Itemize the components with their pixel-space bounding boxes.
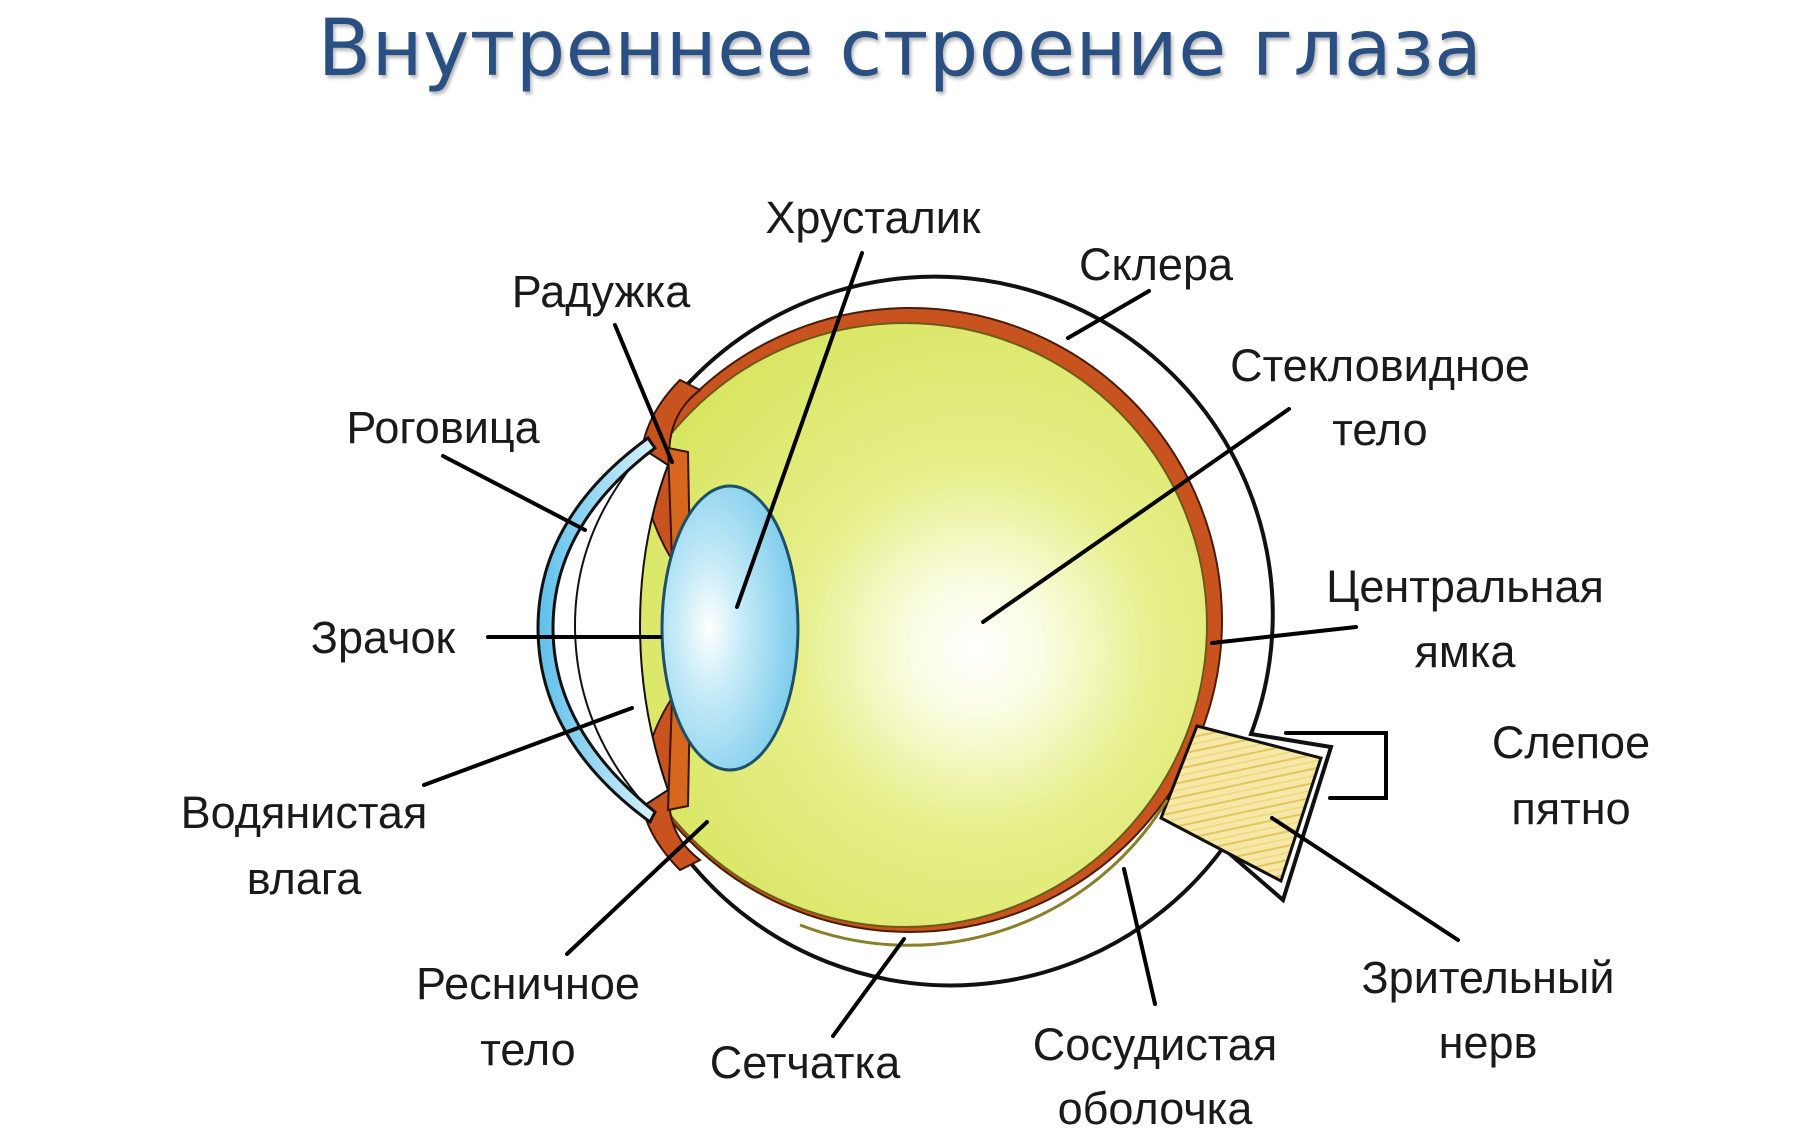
- label-optic-nerve-line1: Зрительный: [1361, 952, 1614, 1003]
- lens-leader: [735, 251, 864, 609]
- retina-leader: [831, 937, 906, 1038]
- label-choroid-line2: оболочка: [1058, 1083, 1254, 1134]
- label-choroid-line1: Сосудистая: [1033, 1019, 1277, 1070]
- choroid-leader: [1122, 867, 1157, 1006]
- label-lens: Хрусталик: [765, 192, 981, 243]
- label-blind-spot-line1: Слепое: [1492, 717, 1650, 768]
- label-ciliary-line1: Ресничное: [416, 958, 640, 1009]
- label-vitreous-line2: тело: [1332, 404, 1427, 455]
- label-cornea: Роговица: [346, 402, 540, 453]
- label-vitreous-line1: Стекловидное: [1230, 340, 1530, 391]
- label-retina: Сетчатка: [710, 1037, 901, 1088]
- label-fovea-line1: Центральная: [1326, 561, 1604, 612]
- cornea-leader: [441, 454, 587, 532]
- label-optic-nerve-line2: нерв: [1439, 1017, 1538, 1068]
- cornea-shape: [536, 435, 658, 825]
- optic-nerve-shape: [1159, 724, 1323, 884]
- sclera-leader: [1066, 289, 1151, 340]
- label-sclera: Склера: [1079, 239, 1234, 290]
- page-title: Внутреннее строение глаза: [317, 4, 1483, 94]
- aqueous-leader: [422, 706, 634, 787]
- label-aqueous-line1: Водянистая: [181, 787, 428, 838]
- label-blind-spot-line2: пятно: [1511, 783, 1630, 834]
- label-pupil: Зрачок: [311, 612, 456, 663]
- fovea-leader: [1210, 625, 1358, 645]
- label-fovea-line2: ямка: [1414, 626, 1516, 677]
- retina-line: [799, 799, 1169, 947]
- label-ciliary-line2: тело: [480, 1024, 575, 1075]
- lens-shape: [660, 484, 800, 772]
- vitreous-leader: [981, 407, 1291, 624]
- label-aqueous-line2: влага: [247, 853, 363, 904]
- optic-nerve-leader: [1270, 816, 1460, 942]
- label-iris: Радужка: [512, 266, 692, 317]
- ciliary-leader: [565, 820, 709, 956]
- blind-spot-bracket: [1284, 731, 1388, 800]
- iris-leader: [613, 323, 674, 464]
